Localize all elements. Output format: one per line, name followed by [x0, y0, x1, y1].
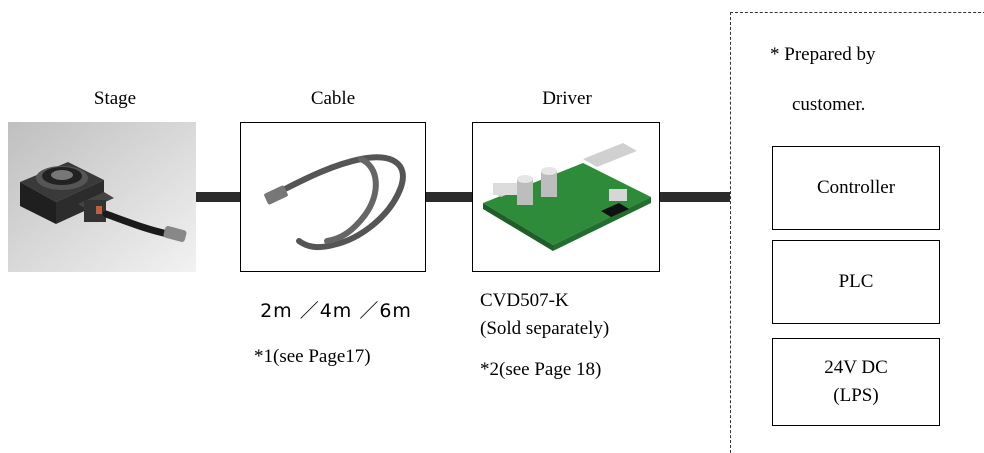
power-supply-label: 24V DC	[824, 356, 888, 378]
customer-dashed-region	[730, 12, 984, 453]
connector-cable-driver	[426, 192, 472, 202]
customer-note-line1: * Prepared by	[770, 44, 876, 65]
driver-box	[472, 122, 660, 272]
connector-driver-customer	[660, 192, 730, 202]
stage-image	[8, 122, 196, 272]
stage-label: Stage	[93, 88, 137, 109]
plc-label: PLC	[838, 270, 874, 292]
controller-box: Controller	[772, 146, 940, 230]
driver-model: CVD507-K	[480, 290, 569, 311]
driver-board-icon	[483, 143, 651, 251]
cable-lengths: 2m ／4m ／6m	[260, 300, 412, 322]
cable-box	[240, 122, 426, 272]
driver-note: *2(see Page 18)	[480, 359, 602, 380]
plc-box: PLC	[772, 240, 940, 324]
driver-sold-separately: (Sold separately)	[480, 318, 610, 339]
customer-note-line2: customer.	[792, 94, 866, 115]
stage-photo-icon	[8, 122, 196, 272]
driver-label: Driver	[542, 88, 592, 109]
connector-stage-cable	[196, 192, 240, 202]
power-supply-box: 24V DC (LPS)	[772, 338, 940, 426]
cable-note: *1(see Page17)	[254, 346, 371, 367]
cable-label: Cable	[310, 88, 356, 109]
controller-label: Controller	[816, 176, 896, 198]
cable-icon	[264, 154, 406, 251]
power-supply-type: (LPS)	[833, 385, 879, 406]
